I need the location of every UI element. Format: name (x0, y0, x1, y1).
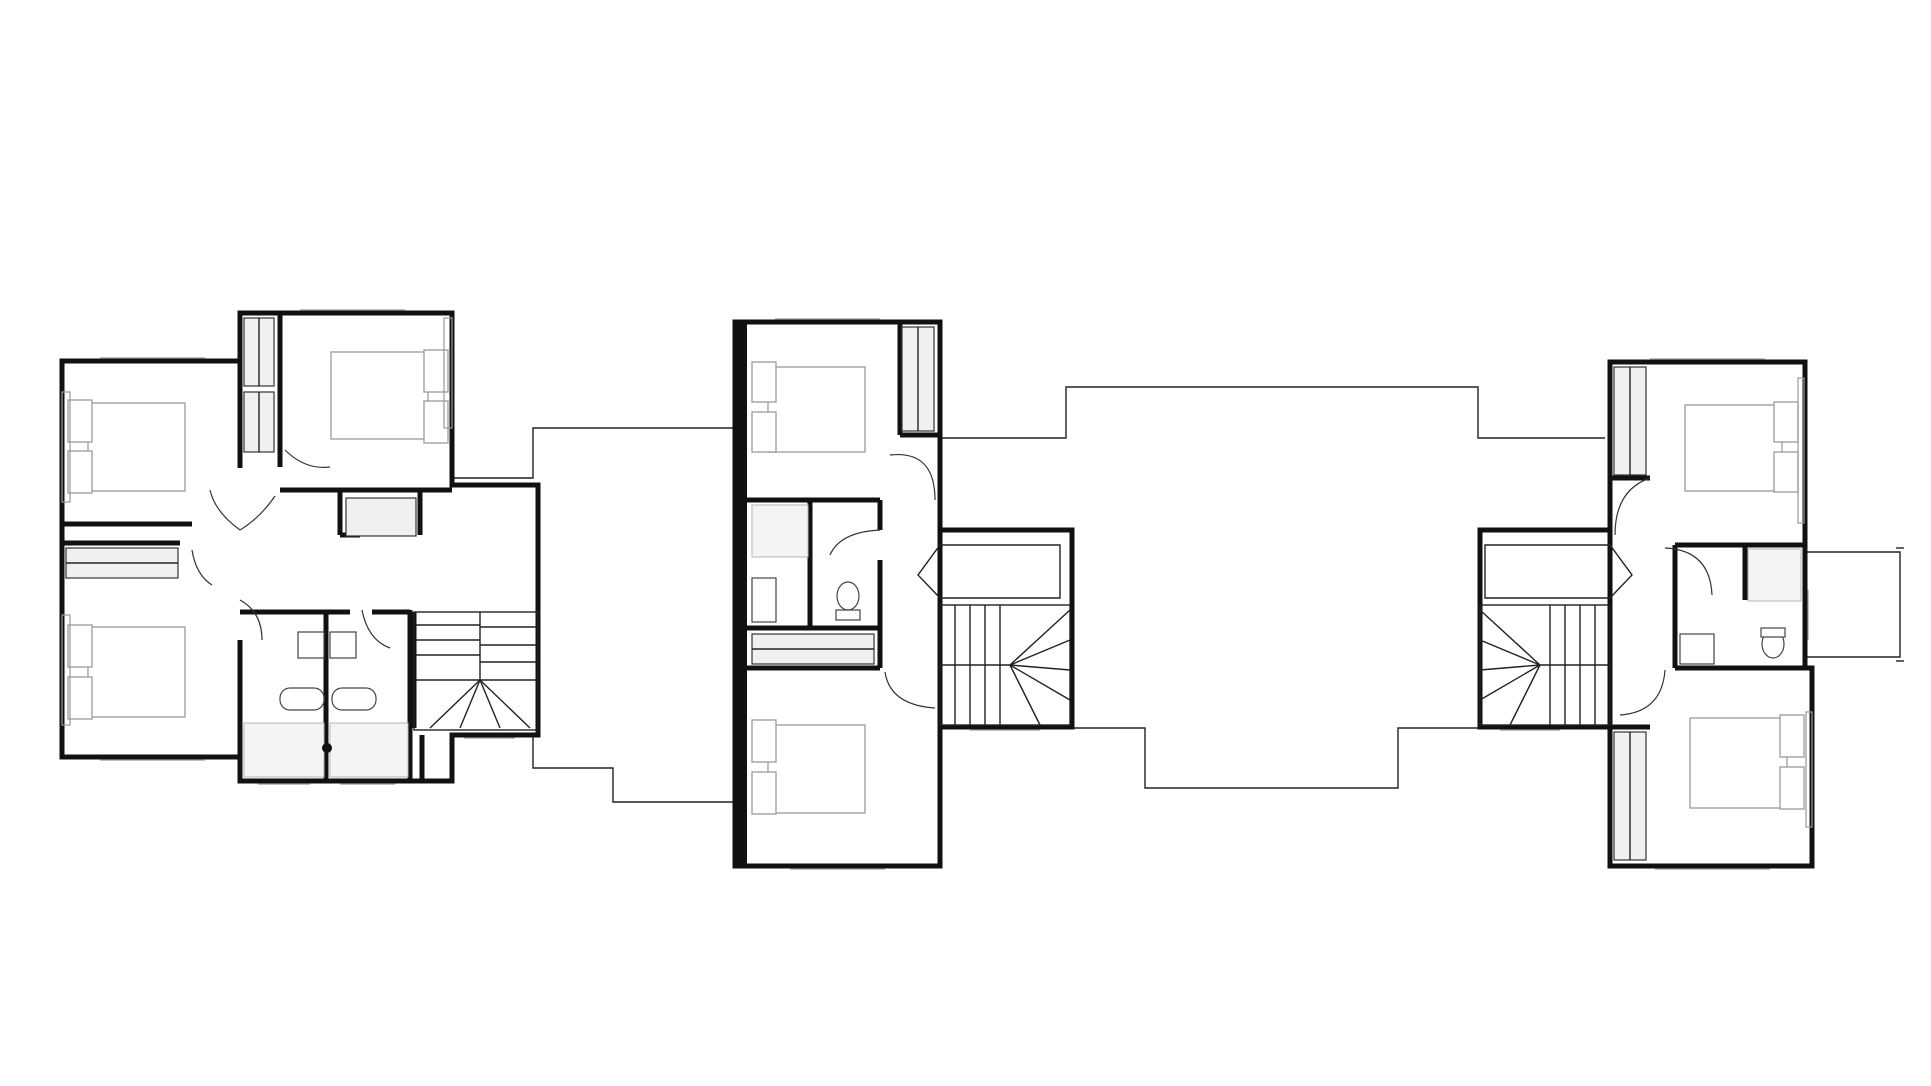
shower-tiles (243, 722, 409, 778)
landing-void (917, 544, 1061, 599)
wardrobe-icon (901, 326, 935, 432)
staircase-icon (413, 611, 539, 731)
bed-icon (1689, 711, 1813, 828)
unit-left (59, 309, 541, 785)
outline-connector-center (938, 386, 1605, 789)
unit-right (1477, 358, 1815, 870)
wardrobe-icon (243, 391, 275, 453)
shower-tiles (1747, 548, 1802, 602)
wardrobe-icon (1613, 731, 1647, 861)
wardrobe-icon (65, 547, 179, 579)
wardrobe-icon (1613, 366, 1647, 476)
landing-void (1484, 544, 1633, 599)
staircase-icon (1479, 604, 1611, 726)
window-marks (100, 309, 515, 785)
window-marks (1500, 358, 1809, 870)
vanity-icon (1679, 633, 1715, 665)
bed-icon (61, 614, 186, 726)
outline-connector-right-deck (1805, 547, 1904, 662)
party-wall (735, 322, 747, 866)
toilet-icon (1760, 627, 1786, 659)
bed-icon (751, 719, 866, 815)
door-swing-icon (1614, 477, 1713, 716)
bed-icon (1684, 377, 1805, 524)
shower-tiles (751, 504, 809, 558)
door-swing-icon (829, 453, 936, 709)
linen-cupboard-icon (345, 497, 417, 537)
staircase-icon (939, 604, 1071, 726)
outline-connector-left (452, 427, 733, 803)
bed-icon (330, 317, 453, 444)
bed-icon (751, 361, 866, 453)
unit-middle (732, 318, 1075, 870)
vanity-icon (297, 631, 357, 659)
vanity-icon (751, 577, 777, 623)
bathtub-icon (279, 687, 377, 711)
window-marks (775, 318, 1040, 870)
wardrobe-icon (751, 633, 875, 665)
wall-outline (732, 319, 1075, 869)
toilet-icon (835, 581, 861, 621)
wall-outline (1477, 359, 1815, 869)
wardrobe-icon (243, 317, 275, 387)
door-swing-icon (191, 449, 391, 649)
bed-icon (61, 391, 186, 503)
